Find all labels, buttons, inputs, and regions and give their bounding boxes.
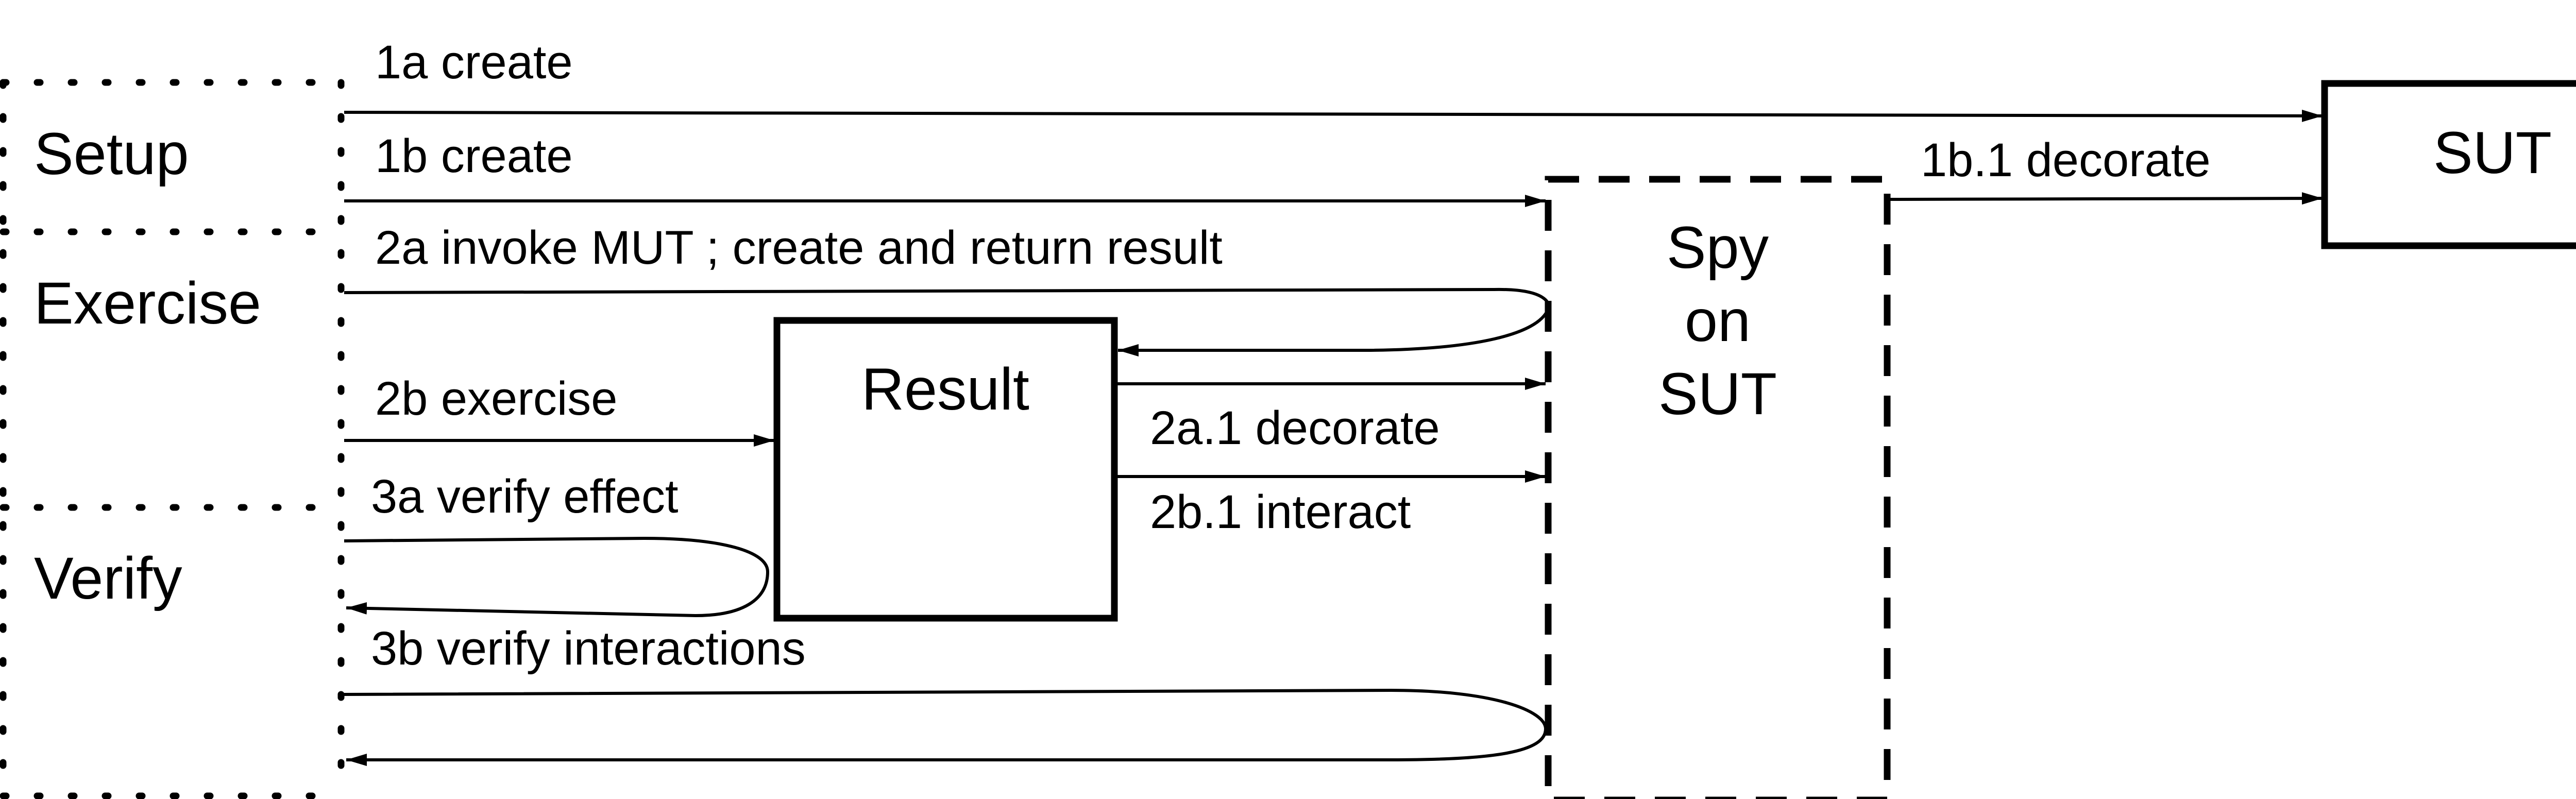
- arrow-3a-verify-effect: [344, 536, 770, 618]
- arrow-3b-verify-interactions: [344, 688, 1548, 766]
- sut-box: [2321, 80, 2576, 249]
- label-2b1-interact: 2b.1 interact: [1150, 486, 1411, 538]
- spy-label-line1: Spy: [1667, 215, 1769, 281]
- label-1a-create: 1a create: [375, 36, 573, 89]
- arrow-1a-create: [344, 109, 2323, 122]
- label-3b-verify-interactions: 3b verify interactions: [371, 622, 806, 675]
- arrow-1b1-decorate: [1889, 192, 2323, 205]
- label-2a1-decorate: 2a.1 decorate: [1150, 402, 1440, 454]
- label-2b-exercise: 2b exercise: [375, 372, 617, 425]
- label-1b-create: 1b create: [375, 130, 573, 182]
- result-box: [773, 317, 1118, 622]
- spy-label-line2: on: [1685, 288, 1751, 354]
- phase-label-verify: Verify: [34, 546, 182, 611]
- sut-label: SUT: [2433, 120, 2552, 186]
- phase-label-setup: Setup: [34, 121, 189, 187]
- spy-box: [1545, 176, 1891, 799]
- arrow-2a-invoke: [344, 287, 1551, 356]
- spy-label-line3: SUT: [1658, 361, 1777, 427]
- result-label: Result: [861, 356, 1029, 422]
- phase-label-exercise: Exercise: [34, 270, 261, 336]
- label-1b1-decorate: 1b.1 decorate: [1921, 134, 2211, 186]
- phase-frame: [0, 79, 345, 799]
- label-3a-verify-effect: 3a verify effect: [371, 470, 679, 523]
- label-2a-invoke: 2a invoke MUT ; create and return result: [375, 222, 1223, 274]
